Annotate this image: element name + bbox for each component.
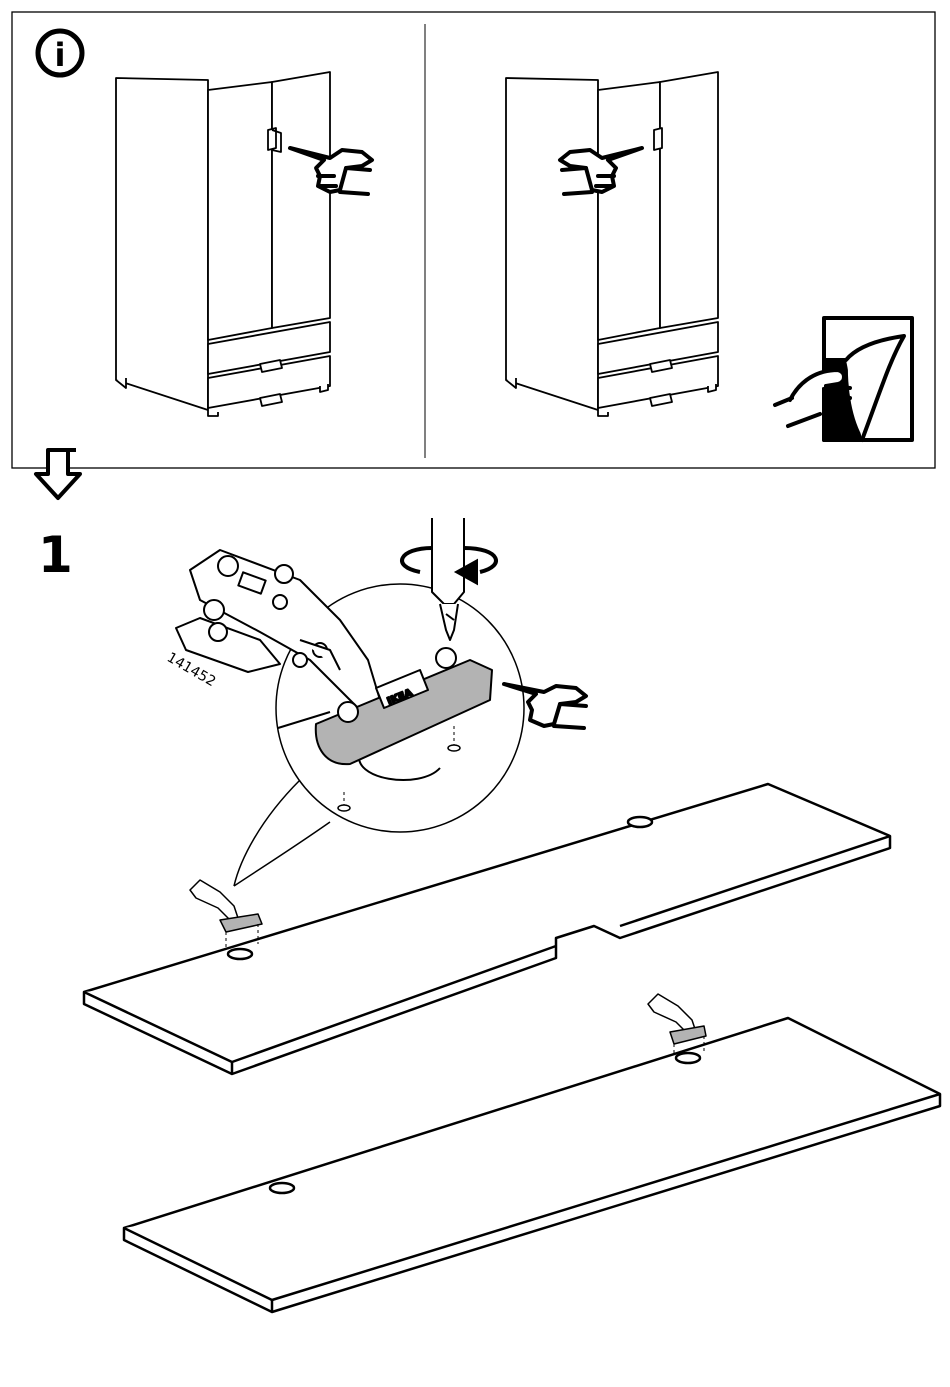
wardrobe-right xyxy=(506,72,718,416)
info-panel: i xyxy=(12,12,935,468)
info-icon-letter: i xyxy=(55,36,66,74)
wardrobe-left xyxy=(116,72,330,416)
info-icon: i xyxy=(38,31,82,75)
hinge-small-upper xyxy=(190,880,262,950)
step-number: 1 xyxy=(38,526,73,584)
hinge-detail: IKEA 141452 xyxy=(164,518,586,886)
